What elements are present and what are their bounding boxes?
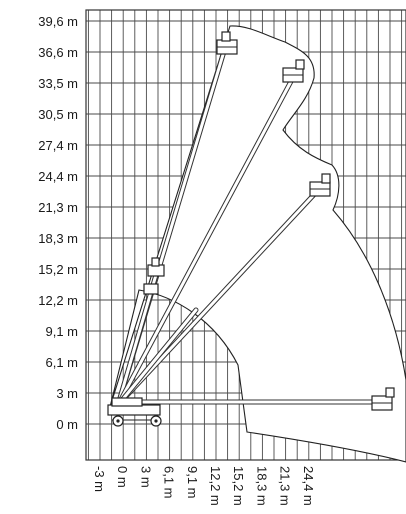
y-tick-label: 21,3 m [38, 200, 78, 215]
basket-low [143, 283, 159, 295]
y-tick-label: 9,1 m [45, 324, 78, 339]
x-tick-label: 0 m [115, 466, 130, 488]
vehicle-turntable [111, 397, 143, 407]
y-tick-label: 24,4 m [38, 169, 78, 184]
x-tick-label: 9,1 m [185, 466, 200, 499]
basket-top [216, 31, 238, 55]
x-tick-label: 6,1 m [162, 466, 177, 499]
x-tick-label: 12,2 m [208, 466, 223, 506]
y-tick-label: 33,5 m [38, 76, 78, 91]
x-tick-label: 3 m [138, 466, 153, 488]
plot-frame [85, 9, 406, 461]
y-tick-label: 18,3 m [38, 231, 78, 246]
basket-horizontal [371, 387, 395, 411]
platform-baskets [143, 31, 395, 411]
x-tick-label: 24,4 m [301, 466, 316, 506]
x-tick-label: 21,3 m [278, 466, 293, 506]
boom-low-angle-inner [116, 308, 198, 407]
y-tick-label: 6,1 m [45, 355, 78, 370]
y-tick-label: 3 m [56, 386, 78, 401]
y-tick-label: 0 m [56, 417, 78, 432]
x-tick-label: -3 m [92, 466, 107, 492]
y-tick-label: 27,4 m [38, 138, 78, 153]
basket-steep [282, 59, 305, 83]
x-axis-labels: -3 m 0 m 3 m 6,1 m 9,1 m 12,2 m 15,2 m 18,3 m 21… [92, 466, 316, 506]
boom-steep-inner [116, 70, 298, 407]
vehicle-wheel-left-hub [116, 419, 120, 423]
x-tick-label: 15,2 m [231, 466, 246, 506]
y-tick-label: 15,2 m [38, 262, 78, 277]
y-tick-label: 12,2 m [38, 293, 78, 308]
working-envelope [109, 25, 406, 463]
basket-mid [309, 173, 331, 197]
y-tick-label: 30,5 m [38, 107, 78, 122]
y-tick-label: 39,6 m [38, 14, 78, 29]
boom-mid-inner [116, 184, 324, 407]
basket-lower-vertical [147, 257, 165, 277]
vehicle-wheel-right-hub [154, 419, 158, 423]
lift-vehicle [107, 397, 162, 427]
y-axis-labels: 39,6 m 36,6 m 33,5 m 30,5 m 27,4 m 24,4 m 21,3… [38, 14, 78, 432]
y-tick-label: 36,6 m [38, 45, 78, 60]
x-tick-label: 18,3 m [254, 466, 269, 506]
